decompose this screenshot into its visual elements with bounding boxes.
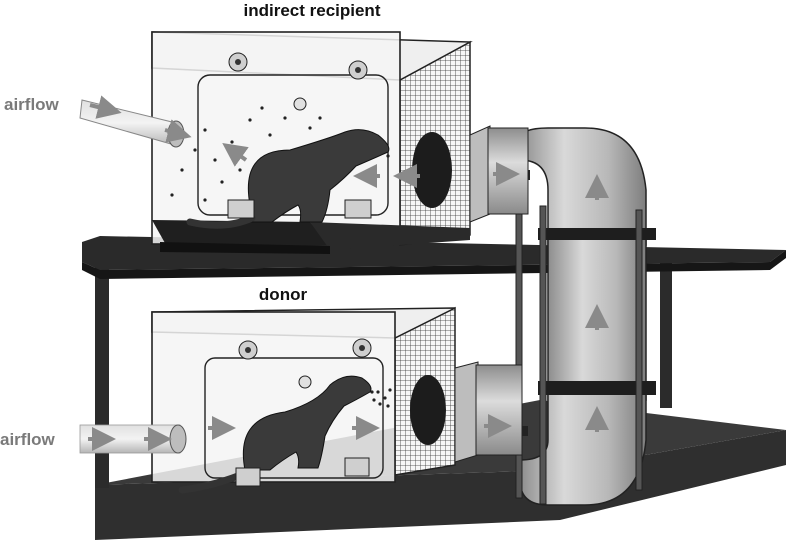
donor-cage	[151, 306, 523, 494]
label-airflow-top: airflow	[4, 95, 60, 114]
donor-airflow-tube	[79, 424, 187, 454]
label-airflow-bottom: airflow	[0, 430, 56, 449]
recipient-airflow-tube	[79, 95, 192, 148]
recipient-ferret	[186, 129, 390, 229]
recipient-cage	[151, 31, 529, 254]
connecting-duct	[513, 127, 656, 506]
title-donor: donor	[259, 285, 308, 304]
title-indirect-recipient: indirect recipient	[244, 1, 381, 20]
